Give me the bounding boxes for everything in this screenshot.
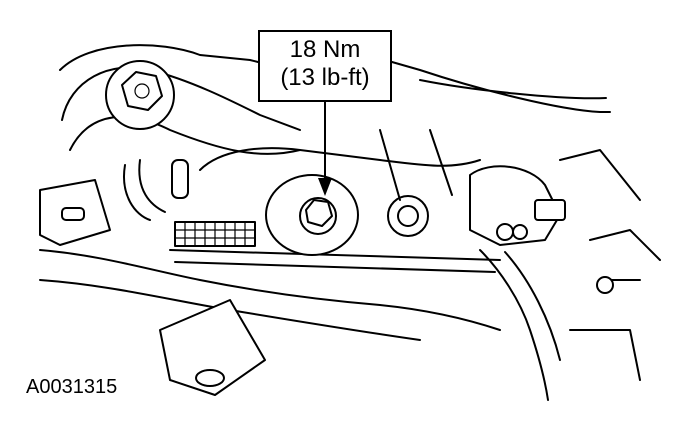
lower-block-boss: [195, 369, 225, 387]
harness-right-2: [504, 251, 561, 361]
belt-upper: [379, 129, 453, 201]
upper-bolt-head: [121, 71, 163, 111]
right-connector-clip: [534, 199, 566, 221]
small-tube: [171, 159, 189, 199]
upper-bracket: [59, 44, 611, 113]
right-side-fitting: [596, 276, 614, 294]
right-bolt-head: [397, 205, 419, 227]
mount-arm-lower: [69, 115, 301, 155]
main-housing: [169, 147, 501, 273]
torque-nm-label: 18 Nm: [289, 36, 361, 63]
right-side-frame: [559, 149, 661, 281]
left-connector-slot: [61, 207, 85, 221]
torque-lbft-label: (13 lb-ft): [280, 64, 370, 91]
harness-right: [479, 249, 549, 401]
harness-lower: [39, 249, 501, 331]
right-connector-pin2: [512, 224, 528, 240]
right-connector: [469, 165, 561, 246]
right-side-bottom: [569, 329, 641, 381]
lower-block: [159, 299, 266, 396]
right-connector-pin1: [496, 223, 514, 241]
hose-left: [123, 164, 151, 221]
figure-id-label: A0031315: [26, 376, 118, 398]
upper-bolt-center: [134, 83, 150, 99]
leader-arrowhead: [318, 178, 332, 196]
target-bolt-head: [305, 199, 333, 227]
torque-callout: 18 Nm (13 lb-ft): [258, 30, 392, 102]
vent-grid: [174, 221, 256, 247]
hose-left-2: [138, 159, 166, 213]
